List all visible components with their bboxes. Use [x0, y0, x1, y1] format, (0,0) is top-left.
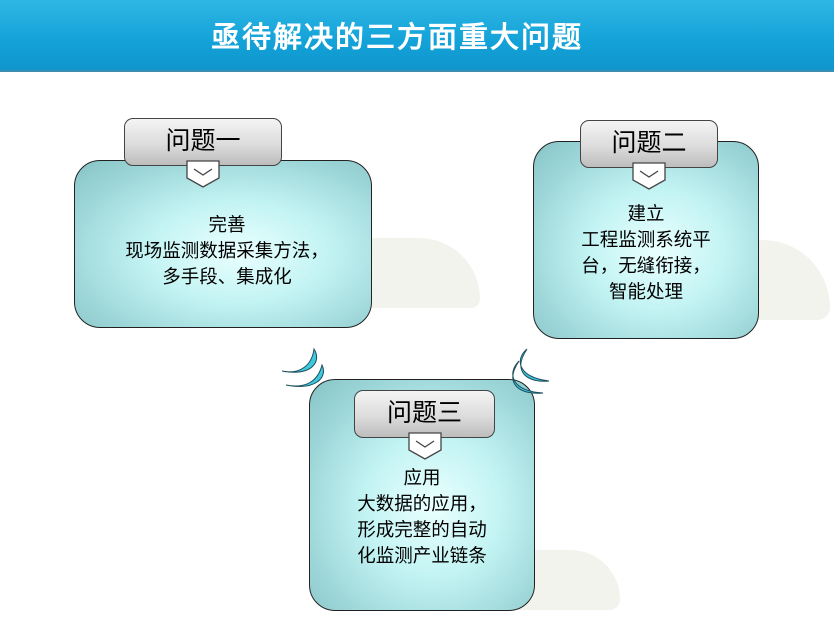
problem-3-line-3: 形成完整的自动 — [357, 520, 487, 541]
chevron-down-icon — [632, 162, 666, 190]
problem-3-line-1: 应用 — [403, 468, 441, 489]
problem-1-line-3: 多手段、集成化 — [162, 267, 292, 288]
problem-1-line-1: 完善 — [208, 215, 246, 236]
problem-1-line-2: 现场监测数据采集方法， — [125, 241, 329, 262]
problem-3-label: 问题三 — [386, 398, 462, 427]
chevron-down-icon — [186, 160, 220, 188]
problem-1-text: 完善 现场监测数据采集方法， 多手段、集成化 — [75, 213, 371, 291]
problem-1-label: 问题一 — [165, 126, 241, 155]
problem-tab-1: 问题一 — [124, 118, 282, 188]
problem-2-line-1: 建立 — [627, 204, 665, 225]
slide-title: 亟待解决的三方面重大问题 — [210, 20, 583, 54]
title-bar: 亟待解决的三方面重大问题 — [0, 0, 834, 72]
problem-3-line-4: 化监测产业链条 — [357, 546, 487, 567]
problem-2-line-3: 台，无缝衔接， — [581, 256, 711, 277]
chevron-down-icon — [407, 432, 442, 460]
problem-2-text: 建立 工程监测系统平 台，无缝衔接， 智能处理 — [534, 202, 758, 306]
problem-tab-2: 问题二 — [580, 120, 718, 190]
problem-3-text: 应用 大数据的应用， 形成完整的自动 化监测产业链条 — [310, 466, 534, 570]
arrow-connector-icon — [512, 348, 550, 394]
arrow-connector-icon — [281, 347, 324, 387]
problem-tab-3: 问题三 — [354, 390, 495, 460]
problem-card-1: 完善 现场监测数据采集方法， 多手段、集成化 — [74, 160, 372, 328]
problem-2-line-4: 智能处理 — [608, 282, 683, 303]
problem-3-line-2: 大数据的应用， — [357, 494, 487, 515]
problem-2-line-2: 工程监测系统平 — [581, 230, 711, 251]
problem-2-label: 问题二 — [611, 128, 687, 157]
